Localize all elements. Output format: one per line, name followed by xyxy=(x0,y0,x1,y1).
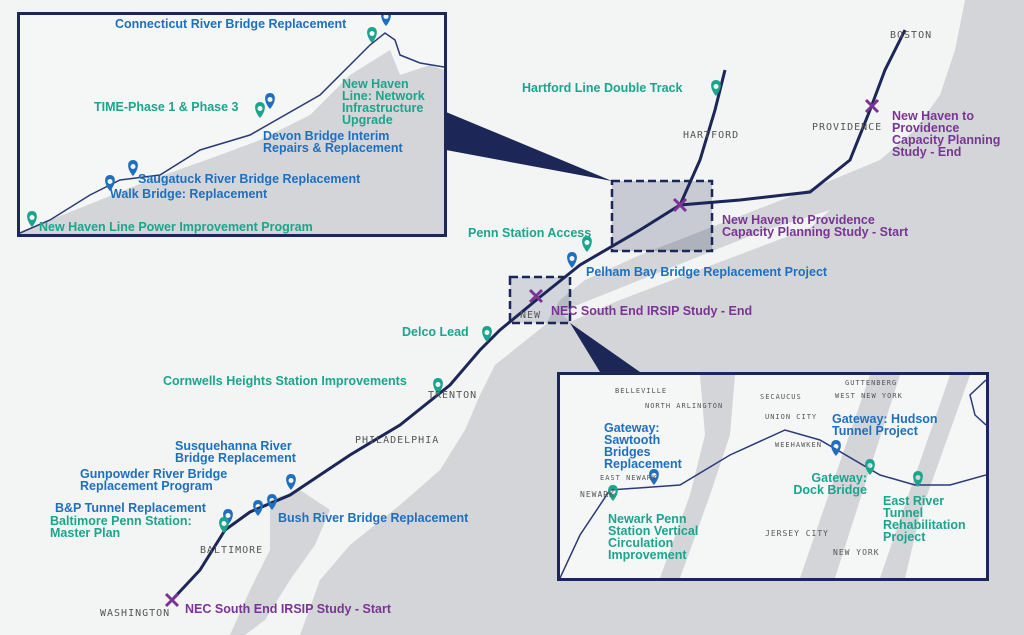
label-nhp-end[interactable]: New Haven to Providence Capacity Plannin… xyxy=(892,109,1001,159)
x-marker-nhp-end xyxy=(864,98,880,114)
label-hudson-tunnel[interactable]: Gateway: Hudson Tunnel Project xyxy=(832,412,938,438)
x-marker-nec-end xyxy=(528,288,544,304)
label-penn-access[interactable]: Penn Station Access xyxy=(468,226,592,240)
label-sawtooth[interactable]: Gateway: Sawtooth Bridges Replacement xyxy=(604,421,682,471)
city-secaucus: SECAUCUS xyxy=(760,393,802,401)
pin-delco[interactable] xyxy=(482,326,492,342)
hudson-river xyxy=(800,375,900,578)
city-baltimore: BALTIMORE xyxy=(200,545,264,556)
pin-saugatuck[interactable] xyxy=(128,160,138,176)
long-island-sound xyxy=(20,50,444,234)
pin-east-river[interactable] xyxy=(913,471,923,487)
pin-dock-bridge[interactable] xyxy=(865,459,875,475)
ny-route xyxy=(560,429,986,578)
city-providence: PROVIDENCE xyxy=(812,122,883,133)
label-nhp-start-2[interactable]: Capacity Planning Study - Start xyxy=(722,225,909,239)
project-pins xyxy=(219,80,721,533)
label-delco[interactable]: Delco Lead xyxy=(402,325,469,339)
label-devon[interactable]: Devon Bridge Interim Repairs & Replaceme… xyxy=(263,129,403,155)
ct-callout-pointer xyxy=(446,112,612,181)
chesapeake-bay xyxy=(230,490,330,635)
label-nec-end[interactable]: NEC South End IRSIP Study - End xyxy=(551,304,753,318)
pin-walk-bridge[interactable] xyxy=(105,175,115,191)
label-cornwells[interactable]: Cornwells Heights Station Improvements xyxy=(163,374,407,388)
city-boston: BOSTON xyxy=(890,30,933,41)
x-marker-nhp-start xyxy=(672,197,688,213)
ny-inset-base xyxy=(560,375,986,578)
label-connecticut-river[interactable]: Connecticut River Bridge Replacement xyxy=(115,17,347,31)
x-marker-nec-start xyxy=(164,592,180,608)
ny-pins xyxy=(608,440,923,501)
label-east-river[interactable]: East River Tunnel Rehabilitation Project xyxy=(883,494,966,544)
label-nec-start[interactable]: NEC South End IRSIP Study - Start xyxy=(185,602,392,616)
east-river xyxy=(880,375,970,578)
label-power[interactable]: New Haven Line Power Improvement Program xyxy=(39,220,313,234)
city-belleville: BELLEVILLE xyxy=(615,387,668,395)
label-bp-tunnel[interactable]: B&P Tunnel Replacement xyxy=(55,501,206,515)
pin-bush-river[interactable] xyxy=(267,494,277,510)
long-island xyxy=(560,210,830,322)
label-nhl-network[interactable]: New Haven Line: Network Infrastructure U… xyxy=(342,77,425,127)
label-gunpowder[interactable]: Gunpowder River Bridge Replacement Progr… xyxy=(80,467,228,493)
ct-inset-map: Connecticut River Bridge Replacement New… xyxy=(17,12,447,237)
pin-power[interactable] xyxy=(27,211,37,227)
ct-pins xyxy=(27,15,391,227)
city-union-city: UNION CITY xyxy=(765,413,818,421)
pin-hartford-line[interactable] xyxy=(711,80,721,96)
hackensack-river xyxy=(660,375,735,578)
label-walk-bridge[interactable]: Walk Bridge: Replacement xyxy=(110,187,268,201)
pin-devon[interactable] xyxy=(265,93,275,109)
city-washington: WASHINGTON xyxy=(100,608,171,619)
pin-newark-penn[interactable] xyxy=(608,485,618,501)
city-hartford: HARTFORD xyxy=(683,130,740,141)
ct-zoom-box xyxy=(610,179,714,253)
label-pelham[interactable]: Pelham Bay Bridge Replacement Project xyxy=(586,265,828,279)
label-newark-penn[interactable]: Newark Penn Station Vertical Circulation… xyxy=(608,512,699,562)
city-jersey-city: JERSEY CITY xyxy=(765,529,829,538)
label-dock-bridge[interactable]: Gateway: Dock Bridge xyxy=(793,471,867,497)
study-markers xyxy=(164,98,880,608)
ny-route-branch xyxy=(969,379,986,426)
pin-baltimore-penn[interactable] xyxy=(219,517,229,533)
city-new-york-inset: NEW YORK xyxy=(833,548,880,557)
route-hartford-branch xyxy=(678,69,727,206)
ct-route xyxy=(20,32,444,234)
label-bush-river[interactable]: Bush River Bridge Replacement xyxy=(278,511,469,525)
city-philadelphia: PHILADELPHIA xyxy=(355,435,440,446)
pin-sawtooth[interactable] xyxy=(649,469,659,485)
city-new-york: NEW xyxy=(520,310,542,321)
label-saugatuck[interactable]: Saugatuck River Bridge Replacement xyxy=(138,172,361,186)
ny-callout-pointer xyxy=(570,323,640,372)
ny-inset-map: NEWARK EAST NEWARK BELLEVILLE NORTH ARLI… xyxy=(557,372,989,581)
city-guttenberg: GUTTENBERG xyxy=(845,379,898,387)
pin-cornwells[interactable] xyxy=(433,378,443,394)
label-time[interactable]: TIME-Phase 1 & Phase 3 xyxy=(94,100,239,114)
pin-connecticut-river[interactable] xyxy=(381,15,391,26)
pin-nhl-network[interactable] xyxy=(367,27,377,43)
city-trenton: TRENTON xyxy=(428,390,478,401)
city-weehawken: WEEHAWKEN xyxy=(775,441,822,449)
label-susquehanna[interactable]: Susquehanna River Bridge Replacement xyxy=(175,439,296,465)
ct-inset-base xyxy=(20,15,444,234)
pin-hudson-tunnel[interactable] xyxy=(831,440,841,456)
label-baltimore-penn[interactable]: Baltimore Penn Station: Master Plan xyxy=(50,514,192,540)
pin-susquehanna[interactable] xyxy=(286,474,296,490)
city-newark: NEWARK xyxy=(580,490,615,499)
pin-gunpowder[interactable] xyxy=(253,500,263,516)
label-nhp-start-1[interactable]: New Haven to Providence xyxy=(722,213,875,227)
pin-penn-access[interactable] xyxy=(582,236,592,252)
city-west-new-york: WEST NEW YORK xyxy=(835,392,903,400)
city-north-arlington: NORTH ARLINGTON xyxy=(645,402,724,410)
pin-time[interactable] xyxy=(255,102,265,118)
pin-pelham[interactable] xyxy=(567,252,577,268)
city-east-newark: EAST NEWARK xyxy=(600,474,658,482)
label-hartford-line[interactable]: Hartford Line Double Track xyxy=(522,81,683,95)
